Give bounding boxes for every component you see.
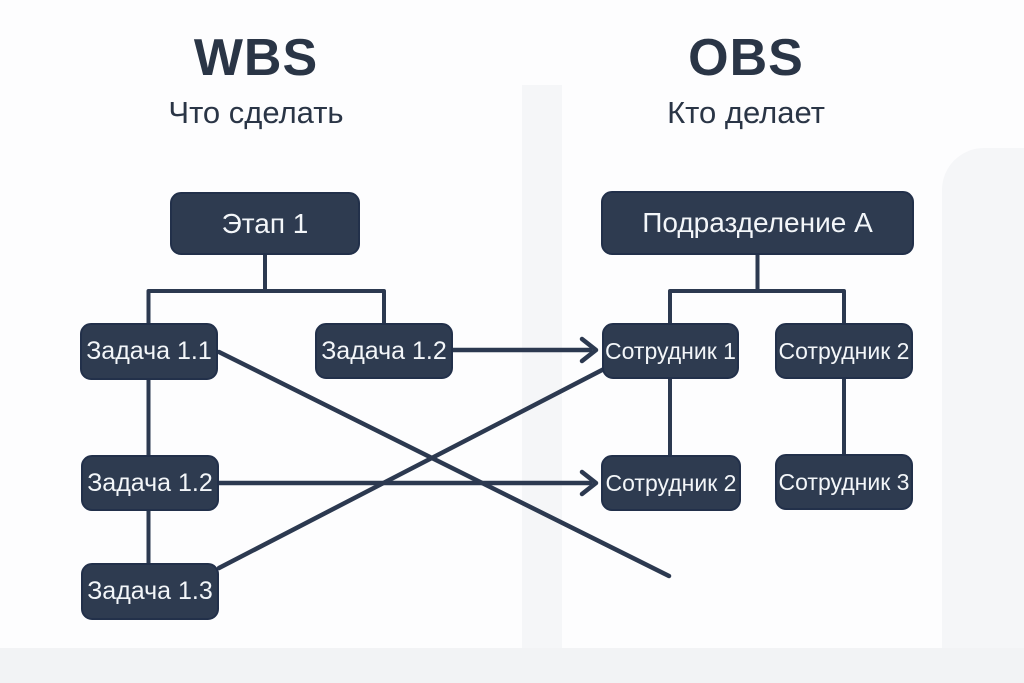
obs-heading: OBS bbox=[688, 29, 804, 87]
node-obs-employee-3: Сотрудник 3 bbox=[775, 454, 913, 510]
obs-subheading: Кто делает bbox=[667, 95, 825, 130]
wbs-heading: WBS bbox=[193, 29, 319, 87]
obs-title-block: OBS Кто делает bbox=[576, 32, 916, 131]
node-obs-employee-2-top: Сотрудник 2 bbox=[775, 323, 913, 379]
obs-branch-connector bbox=[668, 289, 846, 323]
node-obs-employee-2: Сотрудник 2 bbox=[601, 455, 741, 511]
line-task11-diagonal bbox=[216, 349, 672, 579]
node-wbs-stage1: Этап 1 bbox=[170, 192, 360, 255]
node-wbs-task-1-2: Задача 1.2 bbox=[81, 455, 219, 511]
wbs-title-block: WBS Что сделать bbox=[86, 32, 426, 131]
wbs-branch-connector bbox=[146, 289, 386, 323]
node-obs-division-a: Подразделение А bbox=[601, 191, 914, 255]
arrow-task12top-to-emp1-head bbox=[579, 336, 599, 364]
background-middle-shade bbox=[522, 85, 562, 648]
node-wbs-task-1-1: Задача 1.1 bbox=[80, 323, 218, 380]
node-wbs-task-1-3: Задача 1.3 bbox=[81, 563, 219, 620]
wbs-subheading: Что сделать bbox=[168, 95, 344, 130]
node-wbs-task-1-2-top: Задача 1.2 bbox=[315, 323, 453, 379]
node-obs-employee-1: Сотрудник 1 bbox=[602, 323, 739, 379]
background-bottom-strip bbox=[0, 648, 1024, 683]
line-task13-to-emp1 bbox=[216, 366, 607, 571]
background-right-shade bbox=[942, 148, 1024, 648]
arrow-task12-to-emp2-head bbox=[579, 469, 599, 497]
